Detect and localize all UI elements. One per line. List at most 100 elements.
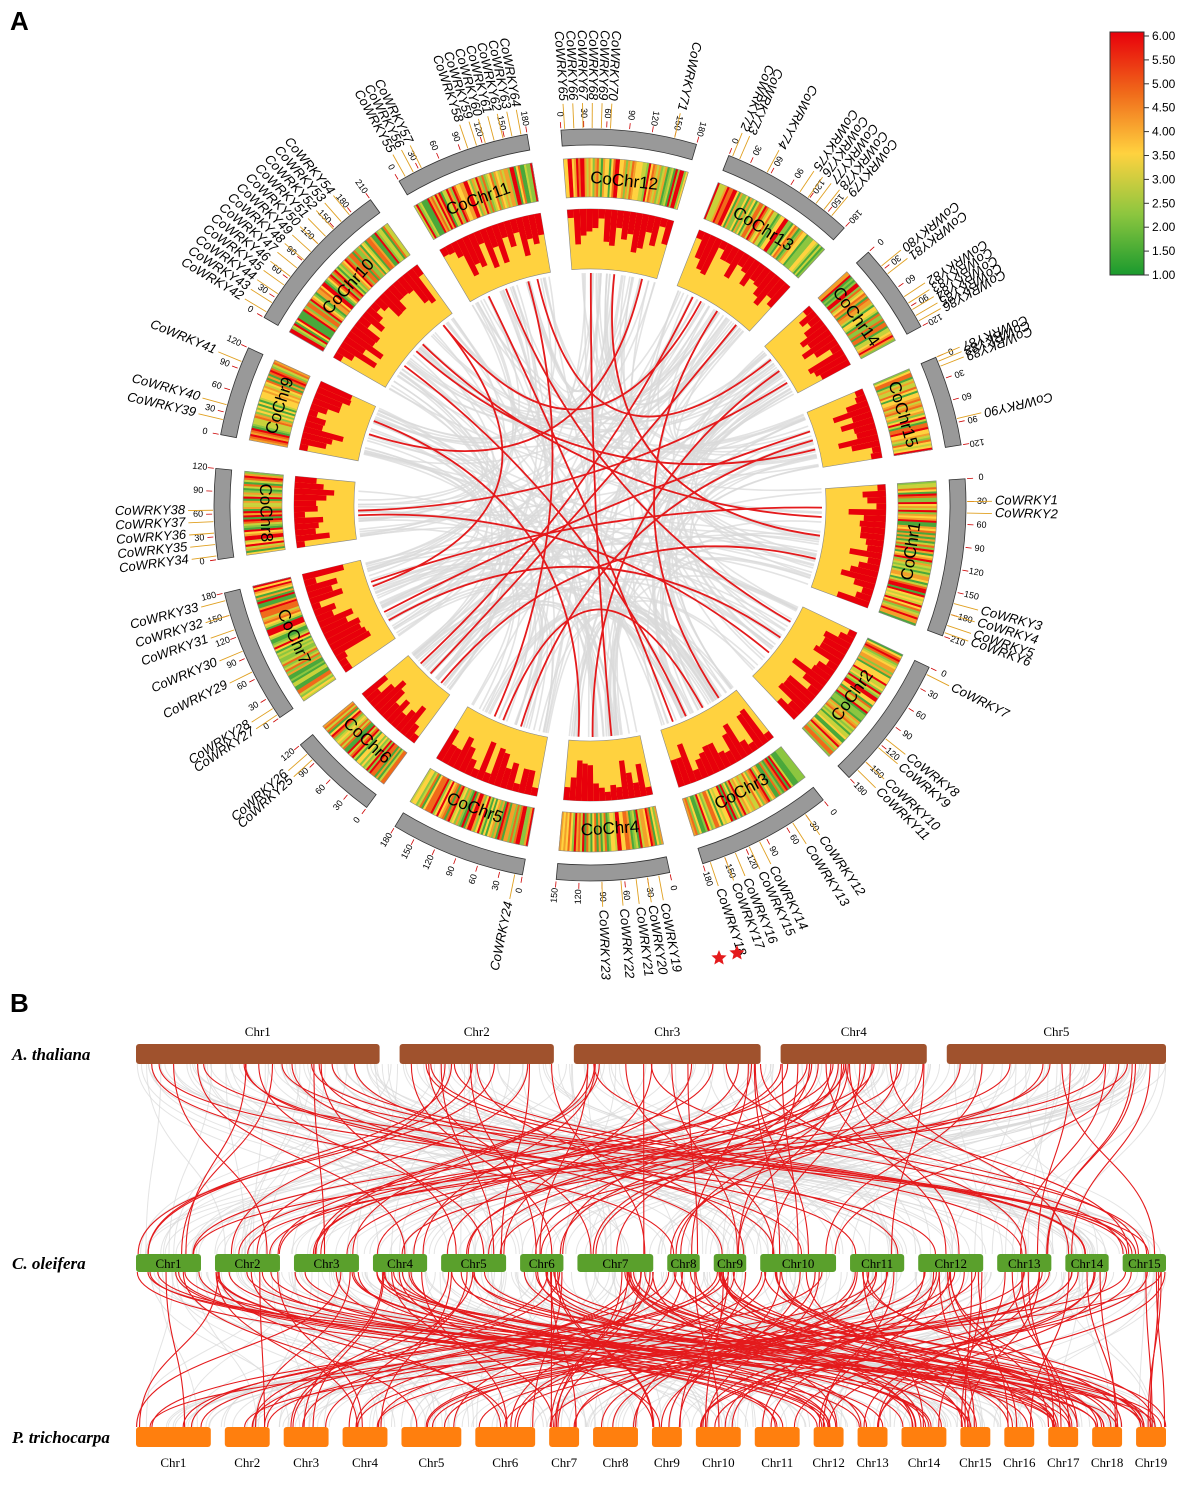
red-link [539,1063,589,1255]
heatmap-cell [614,811,620,851]
density-heatmap [289,223,411,352]
legend-tick-label: 1.50 [1152,244,1176,258]
histogram-bar [303,577,317,587]
red-link [949,1271,1050,1428]
heatmap-cell [622,159,629,199]
grey-link [670,328,766,425]
heatmap-cell [445,784,464,822]
heatmap-cell [339,718,370,747]
heatmap-cell [823,703,856,731]
heatmap-cell [796,247,825,279]
heatmap-cell [893,443,932,453]
gene-label: CoWRKY2 [995,505,1059,521]
tick-label: 60 [903,272,917,286]
heatmap-cell [579,812,583,852]
heatmap-cell [840,683,874,708]
red-link [737,1063,799,1255]
heatmap-cell [356,246,385,278]
grey-link [294,1271,379,1428]
tick-label: 180 [200,590,217,603]
heatmap-cell [745,205,768,241]
chromosome-ideogram [837,659,930,779]
heatmap-cell [841,304,875,329]
heatmap-cell [243,502,283,505]
heatmap-cell [274,633,311,652]
heatmap-cell [720,783,740,820]
heatmap-cell [848,316,883,340]
heatmap-border [242,470,286,556]
heatmap-cell [359,244,387,275]
heatmap-cell [612,158,619,199]
heatmap-cell [764,757,789,792]
histogram-bar [696,229,706,240]
tick-label: 150 [206,612,223,626]
histogram-bar [439,246,450,258]
tick-label: 180 [695,121,709,138]
histogram-bar [867,496,886,504]
heatmap-cell [281,645,317,666]
histogram-bar [575,760,583,801]
histogram-bar [409,733,419,744]
heatmap-border [878,480,938,627]
tick-mark [922,322,929,326]
histogram-bar [635,763,647,797]
heatmap-cell [243,504,283,508]
red-link [706,1271,820,1428]
histogram-bar [467,232,488,268]
red-link [442,300,702,411]
red-link [573,1271,937,1428]
chromosome-bar [651,1427,682,1447]
chromosome-bar [1004,1427,1035,1447]
grey-link [609,575,799,736]
heatmap-cell [730,196,751,233]
heatmap-cell [270,624,308,643]
histogram-bar [840,416,875,432]
chromosome-label: Chr11 [761,1455,793,1470]
chromosome-label: Chr12 [812,1455,845,1470]
heatmap-cell [879,608,917,625]
tick-label: 120 [926,312,944,328]
heatmap-cell [529,162,539,202]
heatmap-cell [260,602,299,617]
histogram-bar [645,786,653,796]
heatmap-cell [857,656,893,678]
red-link [670,1063,924,1255]
heatmap-cell [897,524,937,530]
heatmap-cell [894,550,934,559]
heatmap-cell [598,158,602,198]
tick-mark [729,147,733,154]
heatmap-cell [297,671,332,695]
heatmap-cell [763,217,787,252]
heatmap-cell [723,781,743,818]
chromosome-ideogram [920,356,962,448]
heatmap-cell [725,193,746,230]
heatmap-cell [322,701,354,728]
histogram-bar [802,305,814,316]
heatmap-cell [306,303,340,328]
heatmap-cell [362,241,390,273]
grey-link [233,1063,451,1255]
histogram-bar [659,217,668,228]
heatmap-cell [742,203,764,239]
gene-marker [739,135,751,160]
chromosome-bar [136,1254,201,1272]
grey-link [869,1063,953,1255]
red-link [184,1271,1097,1428]
red-link [440,545,816,684]
histogram-bar [692,768,703,782]
histogram-bar [811,664,832,682]
heatmap-cell [301,675,335,700]
heatmap-cell [260,394,298,410]
heatmap-cell [642,808,652,847]
chromosome-label: Chr15 [959,1455,992,1470]
heatmap-cell [642,163,652,202]
heatmap-cell [861,647,898,669]
gene-marker [572,103,575,129]
histogram-bar [299,443,309,452]
gene-marker [189,532,215,536]
chromosome-label: CoChr8 [256,483,276,542]
heatmap-cell [773,226,799,260]
grey-link [1005,1063,1058,1255]
histogram-bar [877,484,886,492]
heatmap-cell [295,319,330,342]
